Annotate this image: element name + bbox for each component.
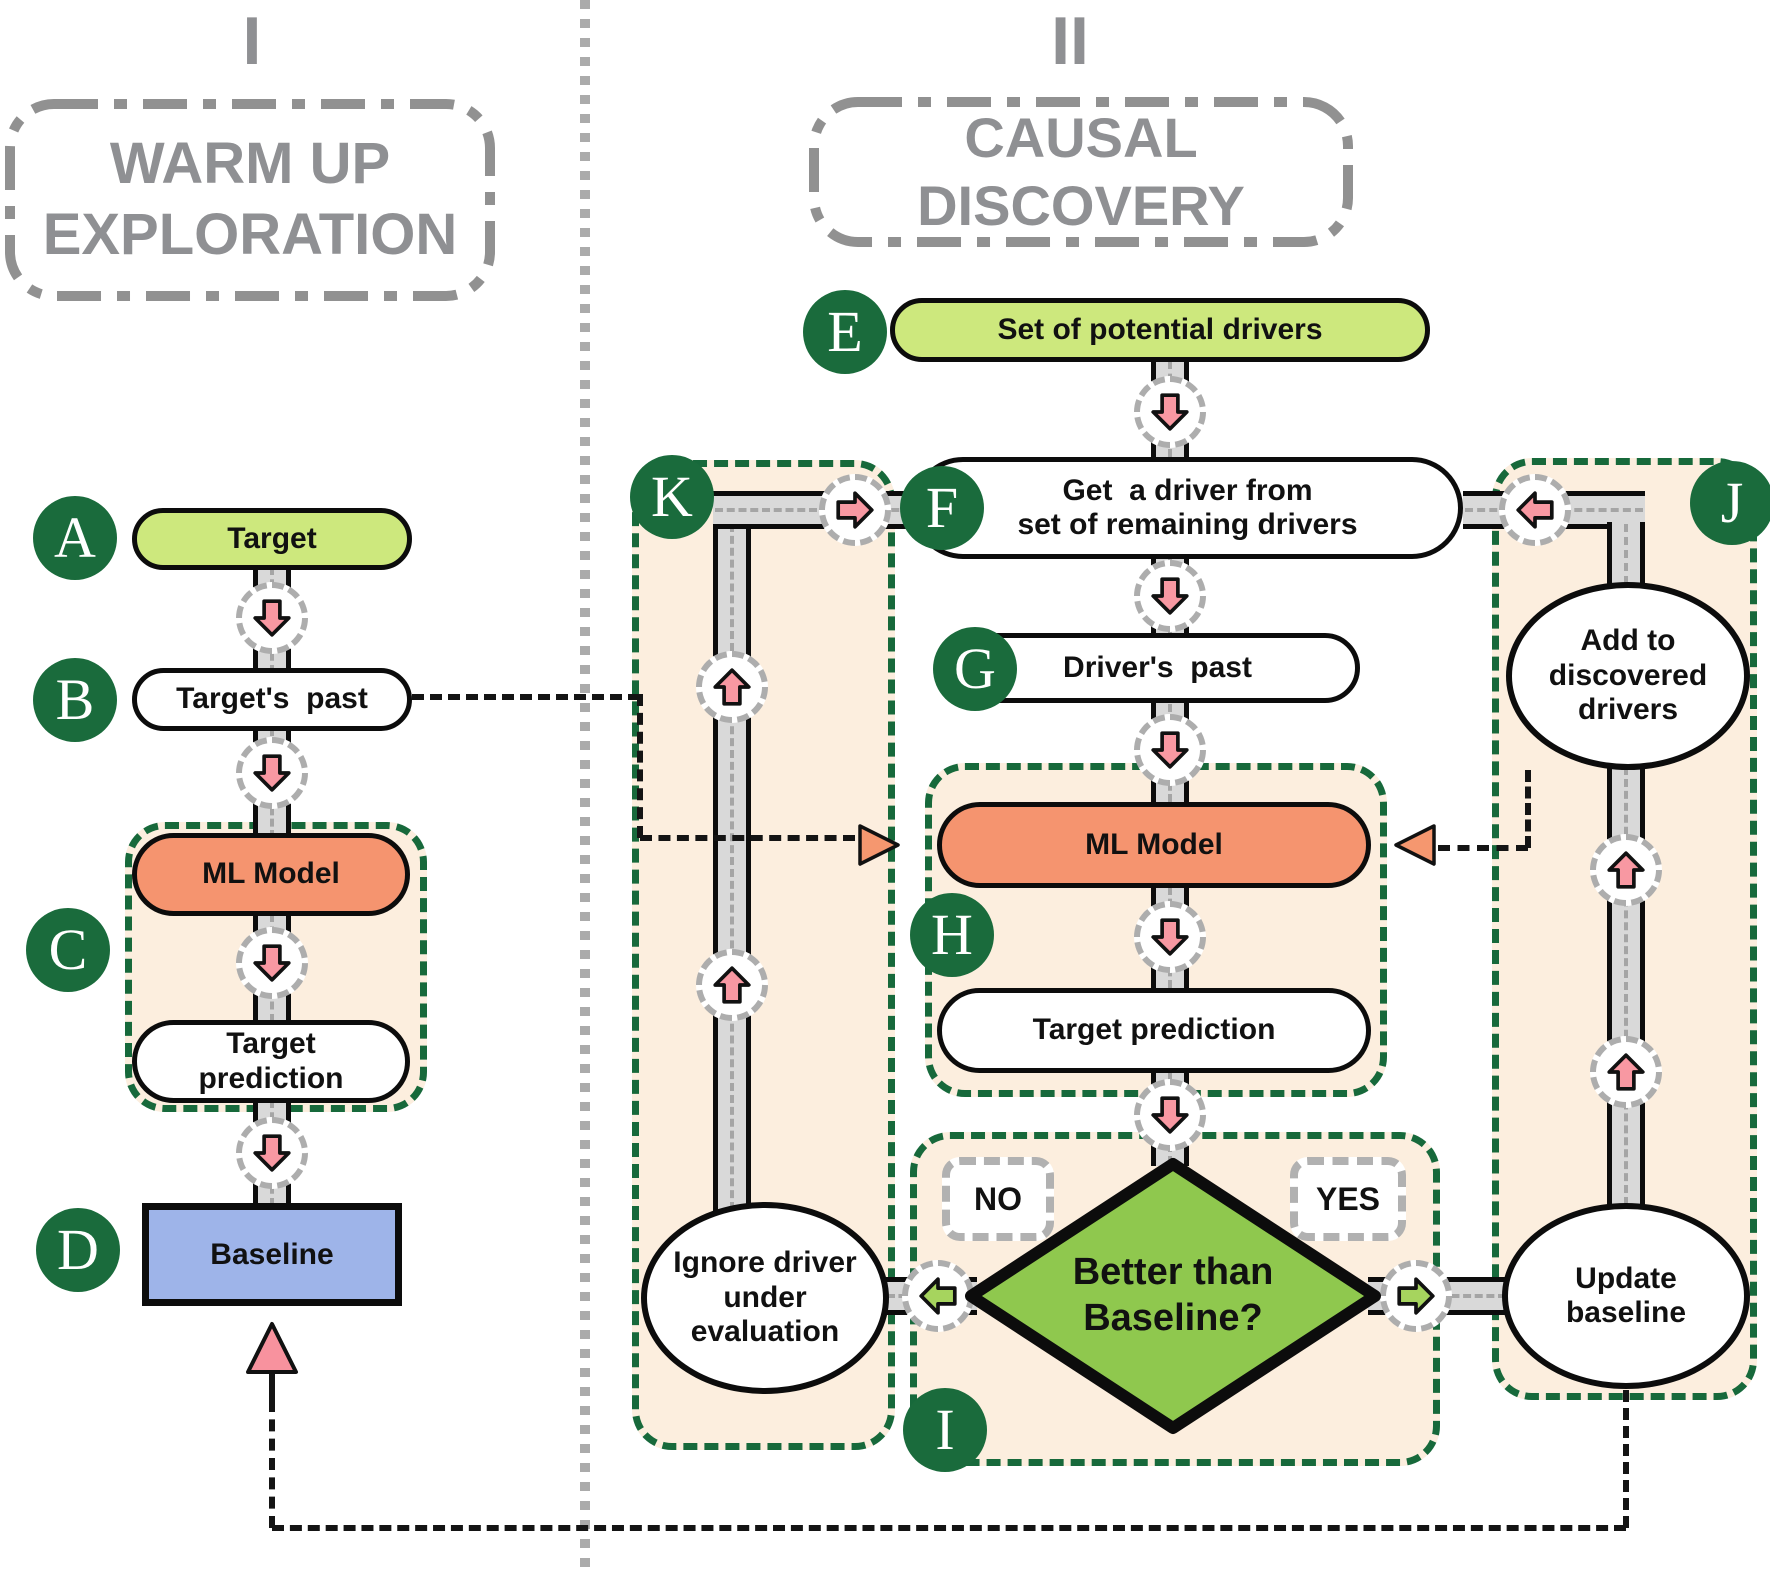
flow-step-circle: [1380, 1260, 1452, 1332]
badge-d: D: [36, 1208, 120, 1292]
node-ml-model-discovery: ML Model: [937, 802, 1371, 888]
arrow-up-icon: [713, 668, 751, 706]
flow-step-circle: [1134, 376, 1206, 448]
flow-step-circle: [1590, 834, 1662, 906]
triangle-arrow-right-icon: [858, 824, 900, 866]
node-get-driver: Get a driver from set of remaining drive…: [912, 457, 1463, 559]
badge-f: F: [900, 466, 984, 550]
flow-step-circle: [696, 651, 768, 723]
badge-e: E: [803, 290, 887, 374]
section-numeral-warmup: I: [242, 3, 262, 79]
arrow-right-icon: [1397, 1277, 1435, 1315]
node-target-prediction-discovery: Target prediction: [937, 988, 1371, 1073]
badge-c: C: [26, 908, 110, 992]
data-link-dashed: [1438, 845, 1528, 851]
road: [1607, 765, 1645, 1207]
decision-no-tag: NO: [942, 1157, 1054, 1241]
arrow-down-icon: [253, 1134, 291, 1172]
arrow-down-icon: [253, 599, 291, 637]
flow-step-circle: [1134, 714, 1206, 786]
flow-step-circle: [1134, 901, 1206, 973]
flow-step-circle: [1134, 1079, 1206, 1151]
flow-step-circle: [236, 737, 308, 809]
section-numeral-causal: II: [1051, 3, 1089, 79]
arrow-down-icon: [1151, 393, 1189, 431]
node-ignore-driver: Ignore driver under evaluation: [641, 1202, 889, 1394]
causal-title-box: CAUSAL DISCOVERY: [808, 96, 1354, 248]
triangle-arrow-up-icon: [246, 1322, 298, 1374]
node-decision-diamond: [963, 1156, 1383, 1441]
flow-step-circle: [1134, 560, 1206, 632]
arrow-down-icon: [1151, 577, 1189, 615]
badge-h: H: [910, 893, 994, 977]
flow-step-circle: [236, 1117, 308, 1189]
warmup-title: WARM UP EXPLORATION: [42, 131, 458, 267]
dash-dot-border-icon: [809, 97, 1353, 247]
flow-step-circle: [1499, 474, 1571, 546]
flow-step-circle: [902, 1260, 974, 1332]
arrow-up-icon: [1607, 851, 1645, 889]
arrow-down-icon: [1151, 918, 1189, 956]
data-link-dashed: [412, 694, 640, 700]
flow-step-circle: [696, 949, 768, 1021]
arrow-down-icon: [1151, 731, 1189, 769]
road: [713, 522, 751, 1212]
node-baseline: Baseline: [142, 1203, 402, 1306]
diamond-shape-icon: [965, 1158, 1381, 1434]
badge-a: A: [33, 496, 117, 580]
arrow-up-icon: [1607, 1053, 1645, 1091]
badge-k: K: [630, 455, 714, 539]
node-targets-past: Target's past: [132, 668, 412, 731]
arrow-left-icon: [919, 1277, 957, 1315]
road: [1607, 522, 1645, 586]
flow-step-circle: [1590, 1036, 1662, 1108]
arrow-up-icon: [713, 966, 751, 1004]
node-target: Target: [132, 508, 412, 570]
data-link-dashed: [1525, 770, 1531, 848]
decision-yes-tag: YES: [1290, 1157, 1406, 1241]
badge-j: J: [1690, 461, 1770, 545]
node-add-discovered: Add to discovered drivers: [1506, 582, 1750, 770]
node-ml-model-warmup: ML Model: [132, 833, 410, 916]
arrow-down-icon: [253, 754, 291, 792]
data-link-dashed: [269, 1400, 275, 1528]
connector-stub: [269, 1374, 275, 1402]
node-drivers-past: Driver's past: [955, 633, 1360, 703]
data-link-dashed: [272, 1525, 1626, 1531]
flow-step-circle: [819, 474, 891, 546]
node-potential-drivers: Set of potential drivers: [890, 298, 1430, 362]
causal-title: CAUSAL DISCOVERY: [917, 105, 1245, 237]
data-link-dashed: [1623, 1390, 1629, 1528]
decision-label: Better than Baseline?: [1072, 1251, 1274, 1339]
arrow-right-icon: [836, 491, 874, 529]
warmup-title-box: WARM UP EXPLORATION: [4, 98, 496, 302]
data-link-dashed: [637, 694, 643, 838]
arrow-down-icon: [253, 944, 291, 982]
badge-i: I: [903, 1388, 987, 1472]
arrow-down-icon: [1151, 1096, 1189, 1134]
section-divider-line: [580, 0, 590, 1576]
node-target-prediction-warmup: Target prediction: [132, 1020, 410, 1103]
flow-step-circle: [236, 582, 308, 654]
badge-b: B: [33, 658, 117, 742]
dash-dot-border-icon: [5, 99, 495, 301]
data-link-dashed: [640, 835, 855, 841]
flow-step-circle: [236, 927, 308, 999]
arrow-left-icon: [1516, 491, 1554, 529]
node-update-baseline: Update baseline: [1502, 1203, 1750, 1389]
badge-g: G: [933, 627, 1017, 711]
triangle-arrow-left-icon: [1394, 824, 1436, 866]
